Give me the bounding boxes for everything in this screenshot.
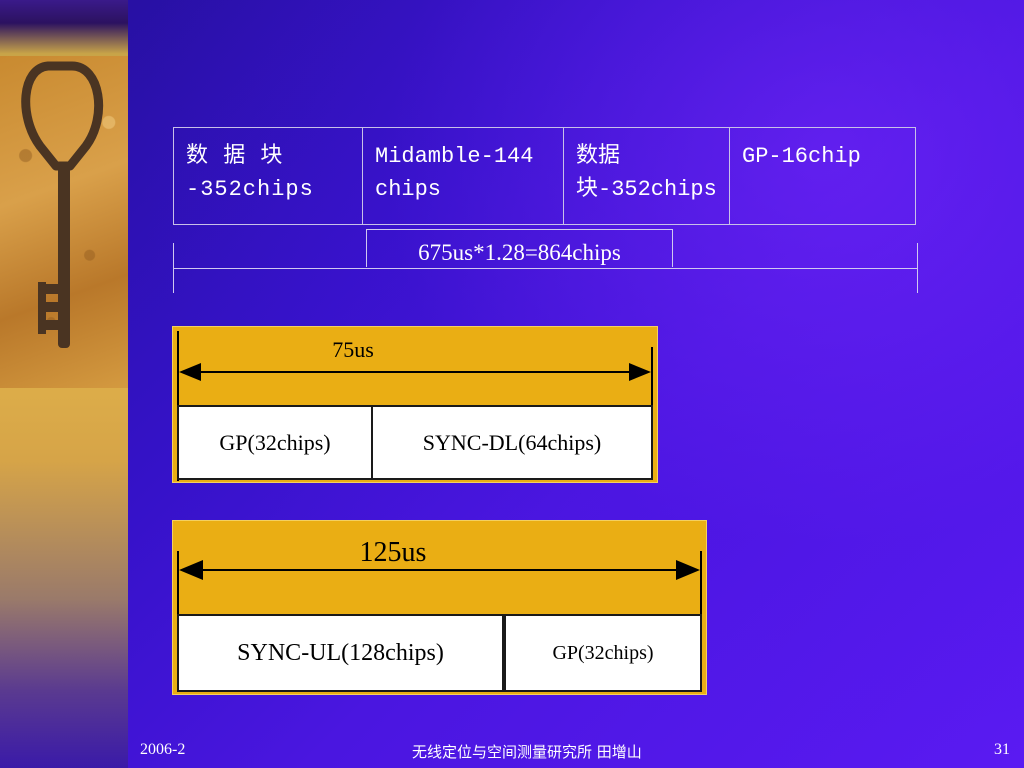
key-shape bbox=[21, 61, 104, 348]
ul-duration-label: 125us bbox=[359, 537, 427, 568]
slot-structure-table: 数 据 块 -352chips Midamble-144 chips 数据块-3… bbox=[173, 127, 916, 225]
footer-page-number: 31 bbox=[994, 741, 1010, 758]
key-photo-icon bbox=[0, 56, 128, 388]
ul-sync-cell: SYNC-UL(128chips) bbox=[177, 614, 504, 692]
footer-date: 2006-2 bbox=[140, 741, 186, 758]
dl-sync-cell: SYNC-DL(64chips) bbox=[371, 405, 653, 480]
ul-gp-cell: GP(32chips) bbox=[504, 614, 702, 692]
span-label: 675us*1.28=864chips bbox=[366, 229, 673, 267]
dl-pilot-diagram: 75us GP(32chips) SYNC-DL(64chips) bbox=[172, 326, 658, 483]
cell-data-block-2: 数据块-352chips bbox=[563, 127, 730, 225]
cell-midamble: Midamble-144 chips bbox=[362, 127, 564, 225]
dl-right-marker bbox=[651, 347, 653, 435]
table-row: 数 据 块 -352chips Midamble-144 chips 数据块-3… bbox=[173, 127, 916, 225]
ul-duration-arrow bbox=[179, 560, 700, 580]
dl-duration-label: 75us bbox=[332, 337, 374, 362]
cell-gp: GP-16chip bbox=[729, 127, 916, 225]
dl-gp-cell: GP(32chips) bbox=[177, 405, 373, 480]
cell-data-block-1: 数 据 块 -352chips bbox=[173, 127, 363, 225]
footer-organization: 无线定位与空间测量研究所 田增山 bbox=[412, 743, 642, 761]
span-tick-left bbox=[173, 243, 174, 293]
span-tick-right bbox=[917, 243, 918, 293]
span-line bbox=[173, 268, 918, 269]
dl-duration-arrow bbox=[179, 363, 651, 381]
ul-pilot-diagram: 125us SYNC-UL(128chips) GP(32chips) bbox=[172, 520, 707, 695]
